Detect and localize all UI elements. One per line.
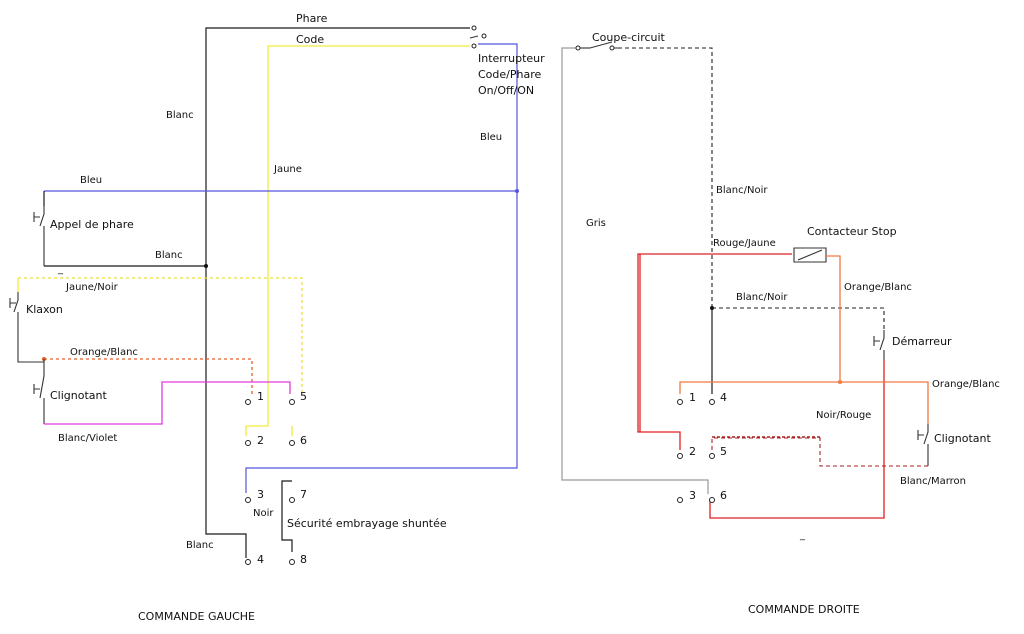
label-contacteur-stop: Contacteur Stop xyxy=(807,225,897,238)
label-orange-blanc-top: Orange/Blanc xyxy=(844,282,912,293)
title-commande-droite: COMMANDE DROITE xyxy=(748,603,860,616)
title-commande-gauche: COMMANDE GAUCHE xyxy=(138,610,255,623)
terminal-3 xyxy=(245,497,251,503)
terminal-label-8: 8 xyxy=(300,553,307,566)
wire-rouge-jaune xyxy=(637,253,792,450)
terminal-5 xyxy=(289,399,295,405)
label-orange-blanc: Orange/Blanc xyxy=(70,347,138,358)
switch-klaxon xyxy=(9,292,44,363)
label-interrupteur-3: On/Off/ON xyxy=(478,84,534,97)
label-blanc-noir-top: Blanc/Noir xyxy=(716,185,768,196)
switch-interrupteur xyxy=(469,25,487,49)
contacteur-stop-symbol xyxy=(793,247,827,263)
terminal-label-4: 4 xyxy=(257,553,264,566)
label-bleu-top: Bleu xyxy=(480,132,502,143)
wire-blanc-marron xyxy=(711,437,928,467)
wire-code-jaune xyxy=(245,45,470,436)
switch-demarreur xyxy=(873,330,885,360)
wire-noir-securite xyxy=(281,480,293,552)
label-klaxon: Klaxon xyxy=(26,303,63,316)
label-blanc-violet: Blanc/Violet xyxy=(58,433,117,444)
label-clignotant-g: Clignotant xyxy=(50,389,108,402)
terminal-8 xyxy=(289,559,295,565)
label-blanc-mid: Blanc xyxy=(155,250,183,261)
terminals-left xyxy=(245,399,295,565)
terminal-r4 xyxy=(709,399,715,405)
label-blanc-noir-mid: Blanc/Noir xyxy=(736,292,788,303)
terminal-label-7: 7 xyxy=(300,488,307,501)
terminal-6 xyxy=(289,440,295,446)
label-jaune: Jaune xyxy=(273,164,302,175)
label-blanc-marron: Blanc/Marron xyxy=(900,476,966,487)
wire-jaune-noir xyxy=(18,277,303,394)
junction-bn xyxy=(710,306,714,310)
terminal-label-6: 6 xyxy=(300,434,307,447)
label-jaune-noir: Jaune/Noir xyxy=(65,282,119,293)
label-blanc-bottom: Blanc xyxy=(186,540,214,551)
terminal-r1 xyxy=(677,399,683,405)
label-coupe-circuit: Coupe-circuit xyxy=(592,31,666,44)
junction-orange-right xyxy=(838,380,842,384)
wire-blanc-noir-mid xyxy=(712,307,885,330)
label-interrupteur-1: Interrupteur xyxy=(478,52,545,65)
switch-clignotant-d xyxy=(917,424,929,466)
wire-orange-blanc-right xyxy=(679,381,929,424)
terminal-label-1: 1 xyxy=(257,390,264,403)
label-interrupteur-2: Code/Phare xyxy=(478,68,541,81)
terminal-7 xyxy=(289,497,295,503)
terminal-label-5: 5 xyxy=(300,390,307,403)
terminal-label-r1: 1 xyxy=(689,391,696,404)
terminal-r6 xyxy=(709,497,715,503)
wire-bleu-main xyxy=(245,43,518,493)
terminal-label-r6: 6 xyxy=(720,489,727,502)
label-dash-right: _ xyxy=(799,530,806,541)
wire-gris xyxy=(561,47,709,494)
coupe-circuit-term-b xyxy=(609,45,615,51)
label-demarreur: Démarreur xyxy=(892,335,952,348)
label-code: Code xyxy=(296,33,324,46)
label-appel-phare: Appel de phare xyxy=(50,218,134,231)
label-blanc-top: Blanc xyxy=(166,110,194,121)
terminals-right xyxy=(677,399,715,503)
terminal-label-r5: 5 xyxy=(720,445,727,458)
terminal-r2 xyxy=(677,453,683,459)
terminal-r5 xyxy=(709,453,715,459)
label-rouge-jaune: Rouge/Jaune xyxy=(713,238,776,249)
label-bleu-h: Bleu xyxy=(80,175,102,186)
terminal-label-3: 3 xyxy=(257,488,264,501)
label-gris: Gris xyxy=(586,218,606,229)
label-phare: Phare xyxy=(296,12,328,25)
label-clignotant-d: Clignotant xyxy=(934,432,992,445)
wire-blanc-violet xyxy=(44,381,291,425)
wire-blanc-main xyxy=(205,27,470,558)
terminal-label-r3: 3 xyxy=(689,489,696,502)
label-dash-left: _ xyxy=(57,264,64,275)
junction-blanc xyxy=(204,264,208,268)
wire-orange-stop xyxy=(826,255,841,382)
terminal-label-2: 2 xyxy=(257,434,264,447)
switch-appel-phare xyxy=(33,206,45,266)
coupe-circuit-term-a xyxy=(575,45,581,51)
label-orange-blanc-right: Orange/Blanc xyxy=(932,379,1000,390)
terminal-r3 xyxy=(677,497,683,503)
wire-noir-rouge xyxy=(709,360,885,519)
junction-bleu xyxy=(515,189,519,193)
wire-blanc-noir-top xyxy=(618,47,713,308)
terminal-1 xyxy=(245,399,251,405)
terminal-2 xyxy=(245,440,251,446)
terminal-4 xyxy=(245,559,251,565)
label-noir: Noir xyxy=(253,508,274,519)
label-securite: Sécurité embrayage shuntée xyxy=(287,517,447,530)
switch-clignotant-g xyxy=(33,359,45,424)
label-noir-rouge: Noir/Rouge xyxy=(816,410,871,421)
terminal-label-r2: 2 xyxy=(689,445,696,458)
terminal-label-r4: 4 xyxy=(720,391,727,404)
